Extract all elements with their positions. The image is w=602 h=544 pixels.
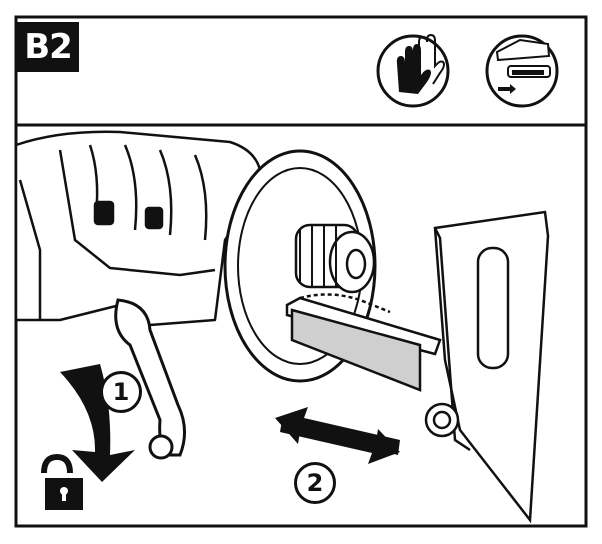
release-lever: [114, 298, 186, 460]
battery-remove-icon: [485, 34, 559, 108]
rotate-arrow: [60, 364, 135, 482]
blade-clamp: [294, 223, 376, 294]
callout-1: 1: [100, 371, 142, 413]
gloves-icon: [376, 33, 450, 108]
slide-arrow: [275, 407, 400, 464]
shoe-plate: [285, 210, 550, 524]
callout-2: 2: [294, 462, 336, 504]
unlock-icon: [41, 453, 83, 510]
saw-body: [14, 130, 264, 327]
step-label: B2: [17, 22, 79, 72]
